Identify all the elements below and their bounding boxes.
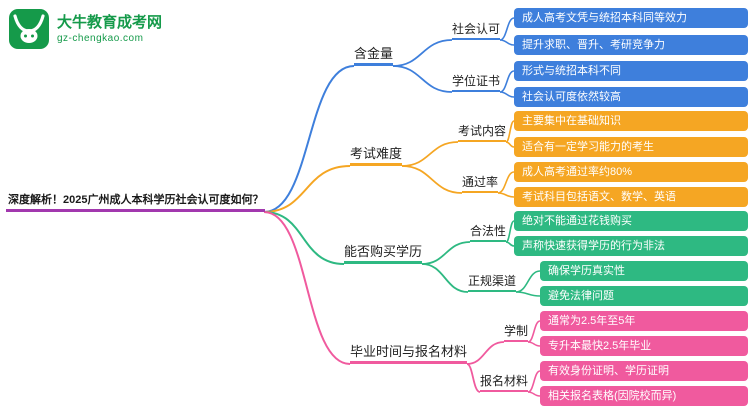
connector — [515, 270, 541, 293]
connector — [527, 320, 541, 343]
logo-title: 大牛教育成考网 — [57, 14, 163, 31]
connector — [421, 241, 471, 265]
connector — [466, 363, 481, 393]
branch-nengfougoumai[interactable]: 能否购买学历 — [344, 244, 423, 264]
connector — [515, 291, 541, 297]
connector — [499, 91, 515, 98]
connector — [392, 65, 453, 93]
leaf-node[interactable]: 避免法律问题 — [540, 286, 748, 306]
connector — [466, 341, 505, 365]
subtopic-hefaxing[interactable]: 合法性 — [470, 224, 507, 242]
leaf-node[interactable]: 绝对不能通过花钱购买 — [514, 211, 748, 231]
subtopic-xuezhi[interactable]: 学制 — [504, 324, 529, 342]
leaf-node[interactable]: 专升本最快2.5年毕业 — [540, 336, 748, 356]
leaf-node[interactable]: 成人高考文凭与统招本科同等效力 — [514, 8, 748, 28]
connector — [263, 65, 355, 213]
connector — [421, 263, 469, 293]
connector — [263, 211, 345, 265]
subtopic-kaoshineirong[interactable]: 考试内容 — [458, 124, 507, 142]
subtopic-zhengguiqudao[interactable]: 正规渠道 — [468, 274, 517, 292]
leaf-node[interactable]: 提升求职、晋升、考研竞争力 — [514, 35, 748, 55]
connector — [505, 120, 515, 143]
bull-logo-icon — [8, 8, 50, 50]
leaf-node[interactable]: 有效身份证明、学历证明 — [540, 361, 748, 381]
connector — [497, 171, 515, 194]
connector — [505, 220, 515, 243]
connector — [499, 70, 515, 93]
root-topic[interactable]: 深度解析！2025广州成人本科学历社会认可度如何？ — [6, 191, 266, 212]
leaf-node[interactable]: 形式与统招本科不同 — [514, 61, 748, 81]
connector — [401, 165, 463, 194]
leaf-node[interactable]: 声称快速获得学历的行为非法 — [514, 236, 748, 256]
connector — [401, 141, 459, 167]
connector — [527, 391, 541, 397]
connector — [499, 17, 515, 41]
leaf-node[interactable]: 主要集中在基础知识 — [514, 111, 748, 131]
leaf-node[interactable]: 相关报名表格(因院校而异) — [540, 386, 748, 406]
connector — [499, 39, 515, 46]
subtopic-shehuirenke[interactable]: 社会认可 — [452, 22, 501, 40]
connector — [263, 165, 351, 213]
branch-biyeshijian[interactable]: 毕业时间与报名材料 — [350, 344, 468, 364]
logo-domain: gz-chengkao.com — [57, 33, 144, 44]
site-logo[interactable]: 大牛教育成考网 gz-chengkao.com — [8, 8, 162, 50]
leaf-node[interactable]: 考试科目包括语文、数学、英语 — [514, 187, 748, 207]
subtopic-xueweizhengshu[interactable]: 学位证书 — [452, 74, 501, 92]
branch-hanjinliang[interactable]: 含金量 — [354, 46, 394, 66]
leaf-node[interactable]: 成人高考通过率约80% — [514, 162, 748, 182]
branch-kaoshinandu[interactable]: 考试难度 — [350, 146, 403, 166]
connector — [392, 39, 453, 67]
connector — [527, 370, 541, 393]
connector — [263, 211, 351, 365]
subtopic-baomingcailiao[interactable]: 报名材料 — [480, 374, 529, 392]
connector — [497, 192, 515, 198]
leaf-node[interactable]: 通常为2.5年至5年 — [540, 311, 748, 331]
connector — [505, 141, 515, 148]
connector — [505, 241, 515, 247]
logo-text: 大牛教育成考网 gz-chengkao.com — [57, 13, 162, 45]
leaf-node[interactable]: 适合有一定学习能力的考生 — [514, 137, 748, 157]
connector — [527, 341, 541, 347]
subtopic-tongguolv[interactable]: 通过率 — [462, 175, 499, 193]
leaf-node[interactable]: 社会认可度依然较高 — [514, 87, 748, 107]
leaf-node[interactable]: 确保学历真实性 — [540, 261, 748, 281]
